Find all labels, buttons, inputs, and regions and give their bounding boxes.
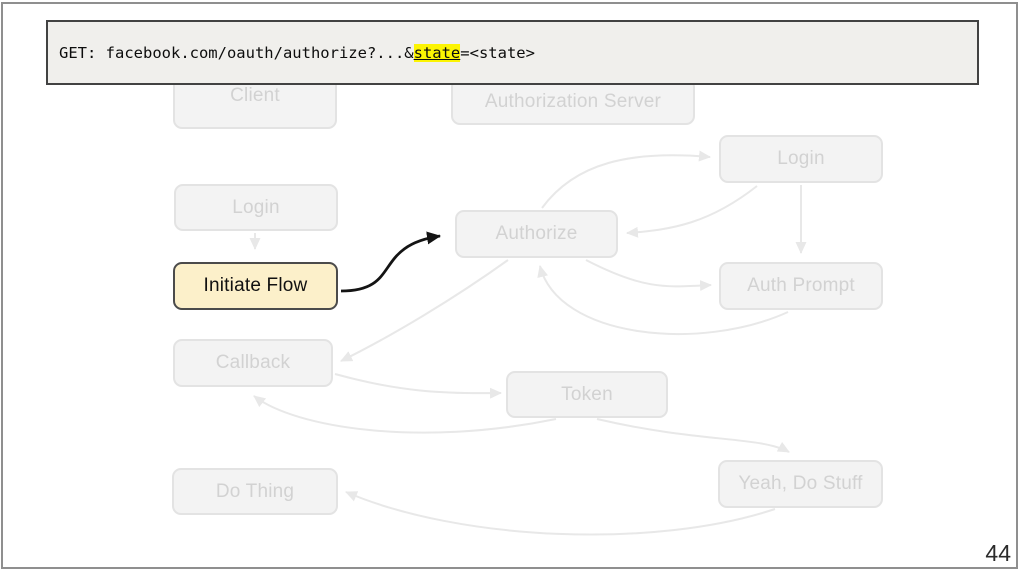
- node-authorize: Authorize: [455, 210, 618, 258]
- request-state-highlight: state: [413, 43, 461, 62]
- node-yeah-do-stuff-label: Yeah, Do Stuff: [738, 473, 863, 494]
- node-auth-prompt: Auth Prompt: [719, 262, 883, 310]
- request-suffix: =<state>: [460, 43, 535, 62]
- node-client-label: Client: [230, 84, 280, 106]
- node-authorize-label: Authorize: [495, 223, 578, 244]
- node-callback-label: Callback: [215, 352, 291, 373]
- node-do-thing-label: Do Thing: [215, 480, 295, 502]
- node-login-client-label: Login: [232, 196, 280, 218]
- node-yeah-do-stuff: Yeah, Do Stuff: [718, 460, 883, 508]
- node-authorization-server: Authorization Server: [451, 78, 695, 125]
- node-callback: Callback: [173, 339, 333, 387]
- request-banner: GET: facebook.com/oauth/authorize?...&st…: [46, 20, 979, 85]
- node-auth-prompt-label: Auth Prompt: [747, 275, 855, 296]
- node-initiate-flow: Initiate Flow: [173, 262, 338, 310]
- page-number: 44: [985, 540, 1011, 566]
- node-login-server-label: Login: [777, 148, 825, 169]
- node-token-label: Token: [561, 383, 613, 405]
- node-login-client: Login: [174, 184, 338, 231]
- node-do-thing: Do Thing: [172, 468, 338, 515]
- node-authorization-server-label: Authorization Server: [484, 90, 662, 112]
- node-login-server: Login: [719, 135, 883, 183]
- request-prefix: GET: facebook.com/oauth/authorize?...&: [59, 43, 414, 62]
- node-token: Token: [506, 371, 668, 418]
- request-text: GET: facebook.com/oauth/authorize?...&st…: [59, 43, 535, 62]
- node-initiate-flow-label: Initiate Flow: [203, 275, 308, 296]
